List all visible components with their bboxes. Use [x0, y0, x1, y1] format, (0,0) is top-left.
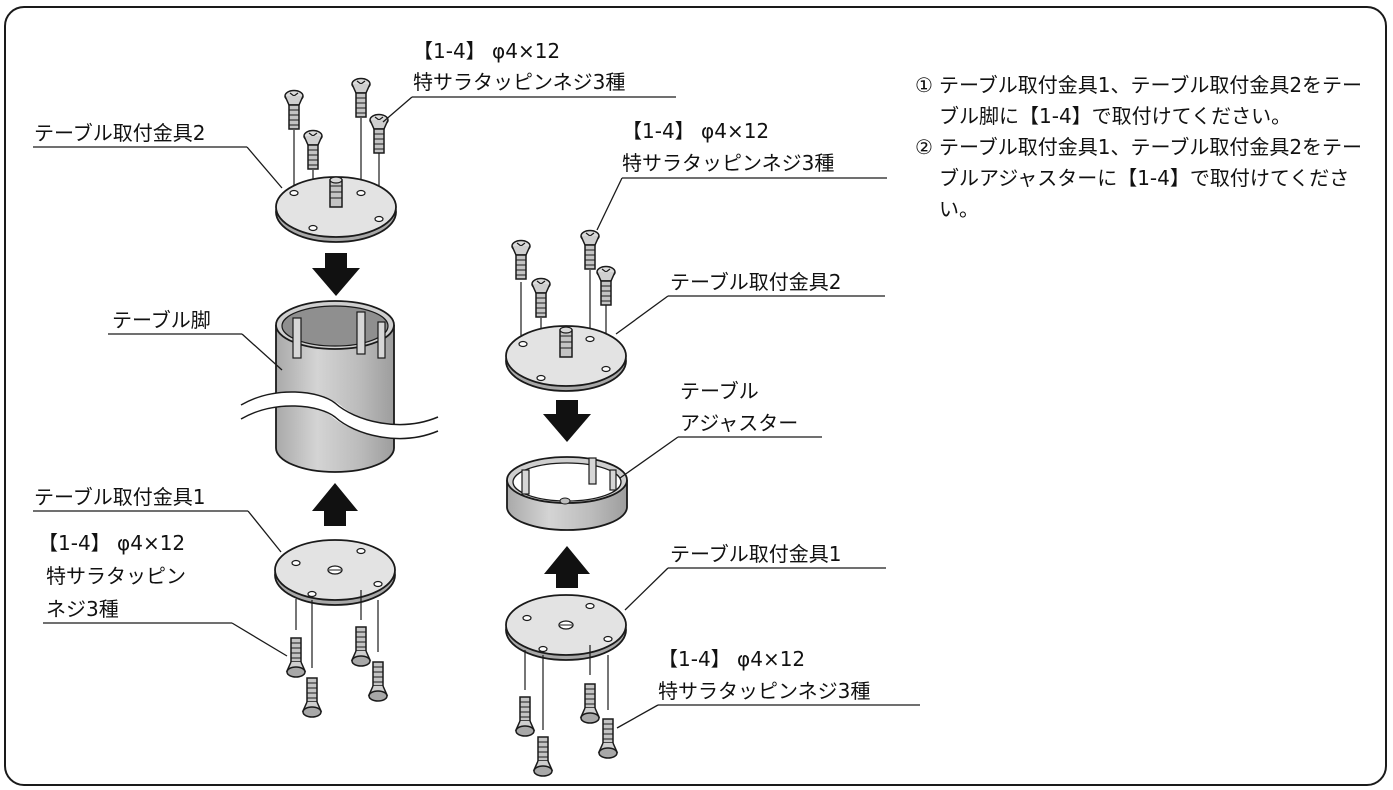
screw-spec-label: 【1-4】 φ4×12 [622, 119, 770, 143]
instruction-text: テーブル取付金具1、テーブル取付金具2をテーブルアジャスターに【1-4】で取付け… [939, 135, 1363, 221]
screw [303, 129, 323, 170]
adjuster-label-line1: テーブル [680, 379, 759, 403]
screw-name-label: ネジ3種 [46, 597, 119, 621]
bracket-2-left-label: テーブル取付金具2 [34, 121, 206, 145]
screw-spec-label: 【1-4】 φ4×12 [413, 39, 561, 63]
bracket-1-right-label: テーブル取付金具1 [670, 542, 842, 566]
table-leg-label: テーブル脚 [112, 308, 211, 332]
screw [580, 683, 600, 724]
bracket-1-left-label: テーブル取付金具1 [34, 485, 206, 509]
screw [284, 89, 304, 130]
arrow-down-icon [312, 253, 360, 296]
screw [286, 637, 306, 678]
screw-spec-label: 【1-4】 φ4×12 [38, 531, 186, 555]
screw [580, 229, 600, 270]
arrow-up-icon [544, 546, 590, 588]
screw [351, 626, 371, 667]
bracket-2-left [275, 176, 397, 243]
screw-name-label: 特サラタッピン [46, 564, 186, 588]
diagram-frame [4, 6, 1387, 786]
screw [596, 265, 616, 306]
screw [368, 661, 388, 702]
screw [351, 77, 371, 118]
table-adjuster [506, 456, 628, 531]
screw-group-bottom-left [286, 590, 388, 718]
screw [533, 736, 553, 777]
screw-name-label: 特サラタッピンネジ3種 [622, 151, 835, 175]
screw-spec-label: 【1-4】 φ4×12 [658, 647, 806, 671]
step-number: ② [915, 135, 933, 159]
arrow-down-icon [543, 400, 591, 442]
screw [302, 677, 322, 718]
screw [598, 718, 618, 759]
leader-lines [33, 96, 920, 729]
bracket-2-right [505, 325, 627, 392]
screw-name-label: 特サラタッピンネジ3種 [658, 679, 871, 703]
adjuster-label-line2: アジャスター [680, 411, 799, 435]
screw [511, 239, 531, 280]
screw-name-label: 特サラタッピンネジ3種 [413, 70, 626, 94]
bracket-1-left [274, 539, 396, 606]
instruction-text: テーブル取付金具1、テーブル取付金具2をテーブル脚に【1-4】で取付けてください… [939, 73, 1363, 128]
screw [531, 277, 551, 318]
bracket-2-right-label: テーブル取付金具2 [670, 270, 842, 294]
screw-group-bottom-right [515, 645, 618, 777]
table-leg [237, 300, 441, 473]
arrow-up-icon [312, 483, 358, 526]
screw [515, 696, 535, 737]
bracket-1-right [505, 594, 627, 661]
step-number: ① [915, 73, 933, 97]
